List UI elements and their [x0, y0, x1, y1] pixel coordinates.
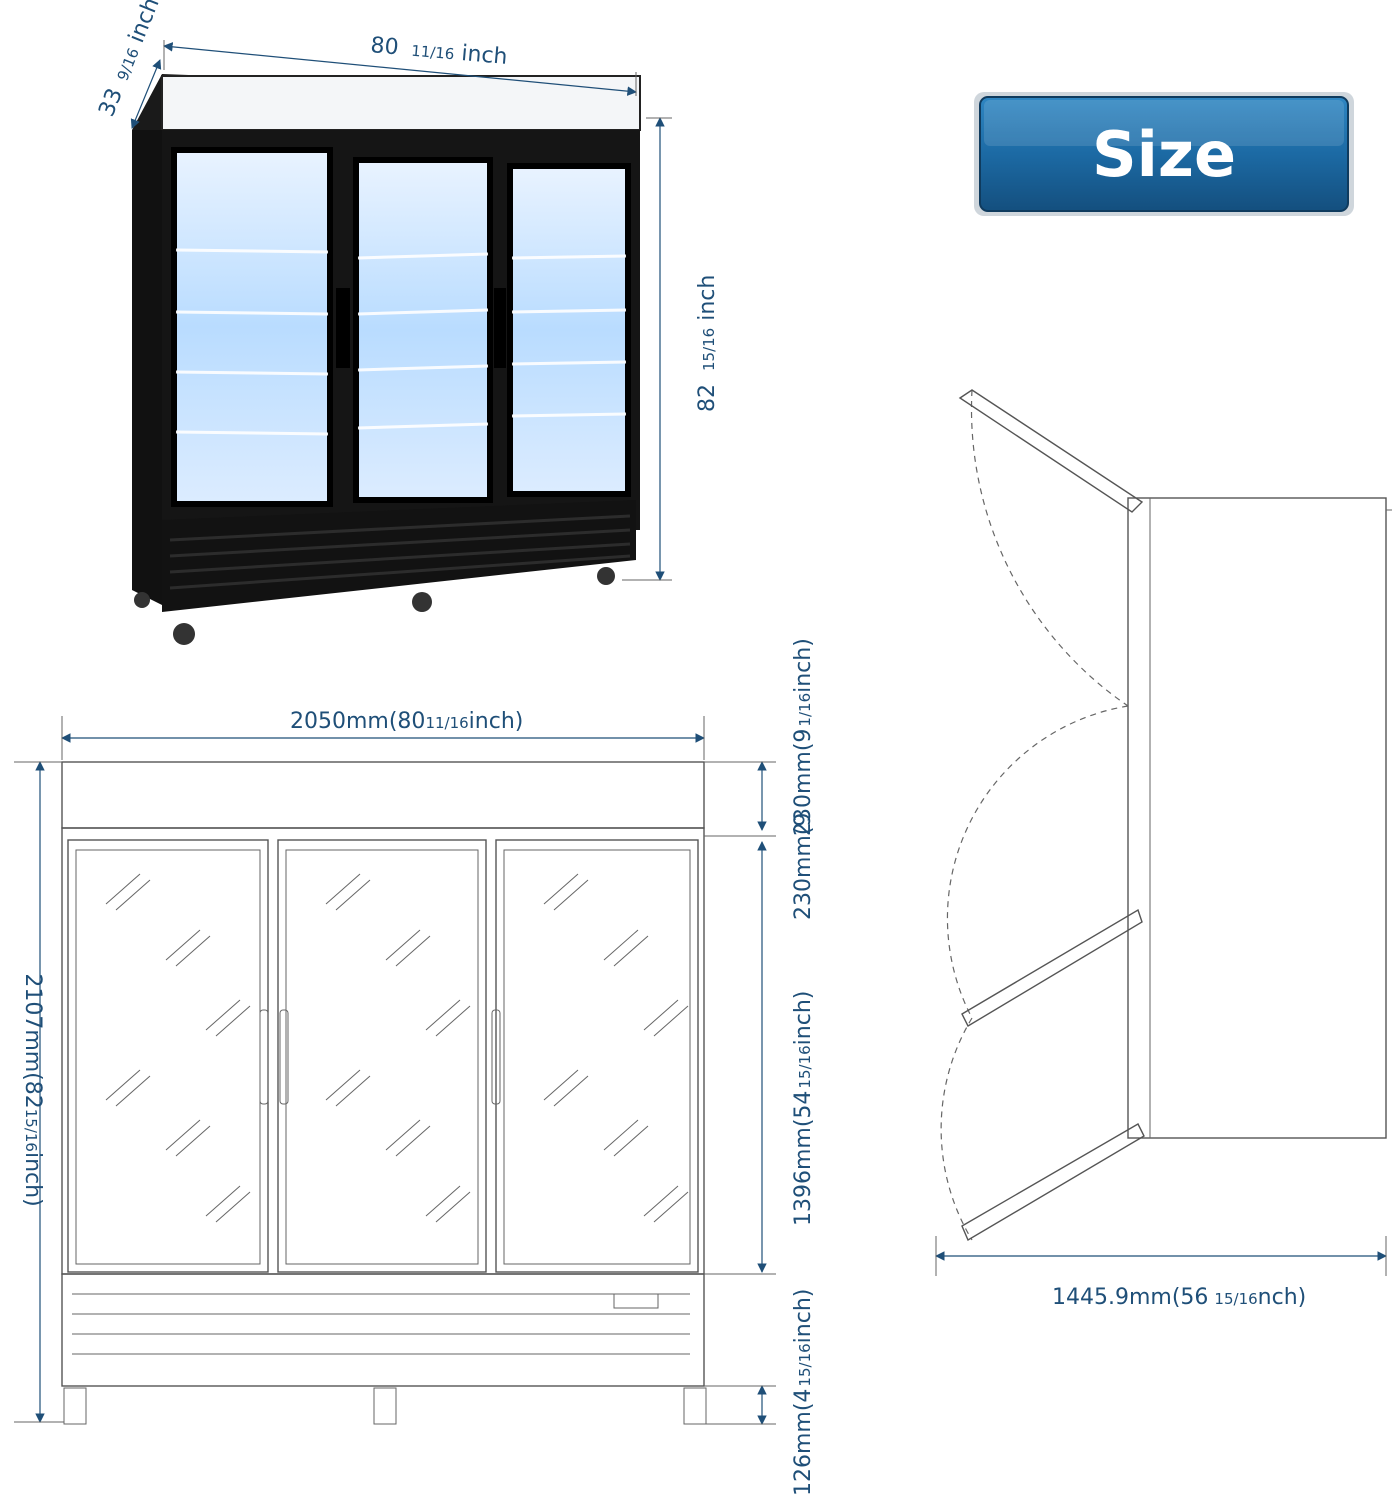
top-view-door-3: [961, 1123, 1145, 1242]
fridge-photo: [132, 74, 641, 645]
front-elevation: [61, 761, 707, 1425]
front-dimension-lines: [14, 716, 776, 1425]
front-door-height-label: 1396mm(5415/16inch): [791, 991, 816, 1226]
top-view: [935, 389, 1392, 1276]
photo-door-middle: [353, 157, 493, 503]
size-badge-label: Size: [1092, 118, 1236, 191]
photo-dimension-lines: [130, 40, 672, 581]
front-total-height-label: 2107mm(8215/16inch): [20, 973, 45, 1206]
front-top-section-label: 230mm(91/16inch): [791, 638, 816, 836]
photo-door-right: [507, 163, 631, 497]
top-view-door-2: [961, 908, 1143, 1027]
front-width-label: 2050mm(8011/16inch): [290, 709, 523, 734]
control-panel: [613, 1293, 659, 1309]
size-badge: Size: [974, 92, 1354, 216]
photo-height-label: 82 15/16 inch: [695, 275, 720, 412]
photo-width-label: 80 11/16 inch: [369, 33, 508, 70]
front-base-height-label: 126mm(415/16inch): [791, 1289, 816, 1496]
top-view-door-1: [958, 389, 1144, 513]
photo-door-left: [171, 147, 333, 507]
front-mid-label: 230mm(9: [791, 813, 816, 920]
